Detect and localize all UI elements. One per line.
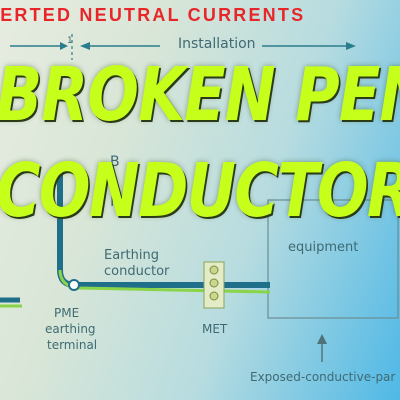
headline-line-1: BROKEN PEN	[0, 52, 400, 138]
earthing-conductor-label-2: conductor	[104, 264, 170, 279]
exposed-conductive-label: Exposed-conductive-par	[250, 370, 396, 384]
installation-arrowhead-left	[80, 42, 90, 50]
met-screw-3	[209, 291, 219, 301]
pme-terminal-label-2: earthing	[45, 322, 96, 336]
pme-terminal-label-1: PME	[54, 306, 80, 320]
supply-arrowhead	[60, 42, 68, 50]
pme-terminal-dot	[68, 279, 80, 291]
marker-letter-b: B	[110, 154, 120, 170]
equipment-box	[267, 199, 399, 319]
marker-number: 1	[67, 36, 73, 46]
headline-line-2: CONDUCTORS	[0, 148, 400, 234]
met-label: MET	[202, 322, 228, 336]
equipment-label: equipment	[288, 240, 359, 255]
installation-arrowhead-right	[346, 42, 356, 50]
banner-title: VERTED NEUTRAL CURRENTS	[0, 5, 306, 25]
exposed-part-arrowhead	[317, 334, 327, 344]
earthing-conductor-label-1: Earthing	[104, 248, 159, 263]
met-screw-2	[209, 278, 219, 288]
installation-label: Installation	[178, 36, 256, 52]
met-screw-1	[209, 265, 219, 275]
pme-terminal-label-3: terminal	[47, 338, 98, 352]
marker-letter-n: N	[110, 192, 122, 210]
